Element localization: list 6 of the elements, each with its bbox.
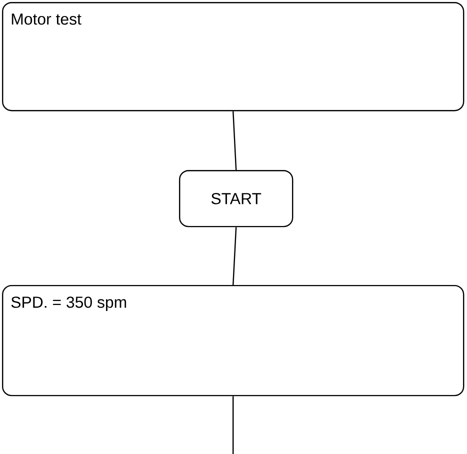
connector-line: [232, 396, 234, 454]
start-box: START: [179, 170, 294, 228]
process-box: Motor test: [2, 2, 464, 112]
process-box: SPD. = 350 spm: [2, 284, 464, 396]
connector-line: [232, 111, 237, 170]
connector-line: [232, 227, 237, 286]
